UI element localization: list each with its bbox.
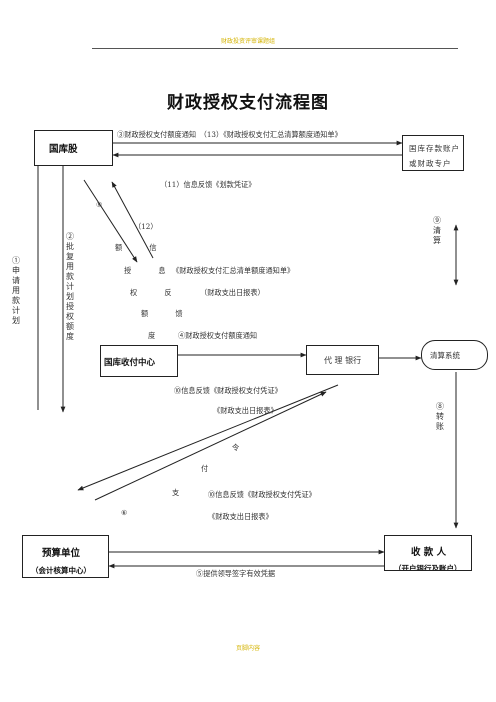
label-step10a: ⑩信息反馈《财政授权支付凭证》 (174, 386, 282, 395)
arrow-diag-long-2 (94, 391, 327, 501)
box-guoku: 国库股 (34, 130, 113, 166)
box-guoku-account-label: 国库存款账户或财政专户 (409, 144, 460, 168)
box-qingsuan: 清算系统 (421, 340, 488, 370)
label-ling: 令 (232, 443, 240, 452)
label-zhi: 支 (172, 488, 180, 497)
label-step4: ④财政授权支付额度通知 (178, 331, 258, 340)
page-header: 财政投资评审课题组 (220, 38, 275, 45)
box-guoku-account: 国库存款账户或财政专户 (402, 135, 464, 171)
label-step10b-doc: 《财政支出日报表》 (208, 512, 273, 521)
box-qingsuan-label: 清算系统 (430, 351, 460, 360)
label-diag-e: 度 (148, 331, 156, 340)
box-daili-label: 代 理 银行 (324, 356, 362, 365)
label-diag-d: 额 馈 (141, 309, 193, 318)
arrow-diag-down (83, 179, 138, 263)
label-step8: ⑧转账 (436, 402, 444, 431)
label-step3-13: ③财政授权支付额度通知 （13）《财政授权支付汇总清算额度通知单》 (117, 130, 342, 139)
arrow-diag-long-1 (77, 384, 339, 491)
label-diag-doc1: 《财政授权支付汇总清单额度通知单》 (172, 266, 295, 275)
label-step11: （11）信息反馈《划款凭证》 (160, 180, 256, 189)
label-step6: ⑥ (121, 508, 128, 517)
label-step2: ②批复用款计划 授权额度 (66, 232, 82, 341)
box-yusuan-line1: 预算单位 (42, 548, 81, 559)
box-yusuan-line2: （会计核算中心） (31, 566, 91, 575)
box-shouzhi: 国库收付中心 (100, 345, 178, 377)
arrow-diag-up (111, 181, 154, 259)
box-daili: 代 理 银行 (306, 345, 379, 375)
box-guoku-label: 国库股 (49, 144, 78, 155)
label-step10a-doc: 《财政支出日报表》 (213, 406, 278, 415)
label-diag-b: 授 息 (124, 266, 176, 275)
header-divider (92, 48, 458, 49)
box-shoukuan-line1: 收 款 人 (411, 547, 447, 558)
box-shoukuan-line2: （开户银行及账户） (394, 564, 462, 571)
label-step9-qingsuan: ⑨清算 (433, 216, 441, 245)
label-diag-doc2: （财政支出日报表） (200, 288, 265, 297)
label-step12: （12） (134, 222, 158, 231)
label-step10b: ⑩信息反馈《财政授权支付凭证》 (208, 490, 316, 499)
label-diag-a: 额 信 (115, 243, 167, 252)
page-title: 财政授权支付流程图 (167, 93, 329, 113)
box-yusuan: 预算单位 （会计核算中心） (22, 535, 109, 578)
box-shouzhi-label: 国库收付中心 (104, 358, 156, 368)
label-diag-c: 权 反 (130, 288, 182, 297)
label-step5: ⑤提供领导签字有效凭据 (196, 569, 276, 578)
label-step1: ①申请用款计划 (12, 256, 20, 325)
page-footer: 页脚内容 (235, 645, 260, 652)
label-fu: 付 (201, 464, 209, 473)
box-shoukuan: 收 款 人 （开户银行及账户） (384, 535, 472, 571)
label-step9-circle: ⑨ (96, 200, 103, 209)
